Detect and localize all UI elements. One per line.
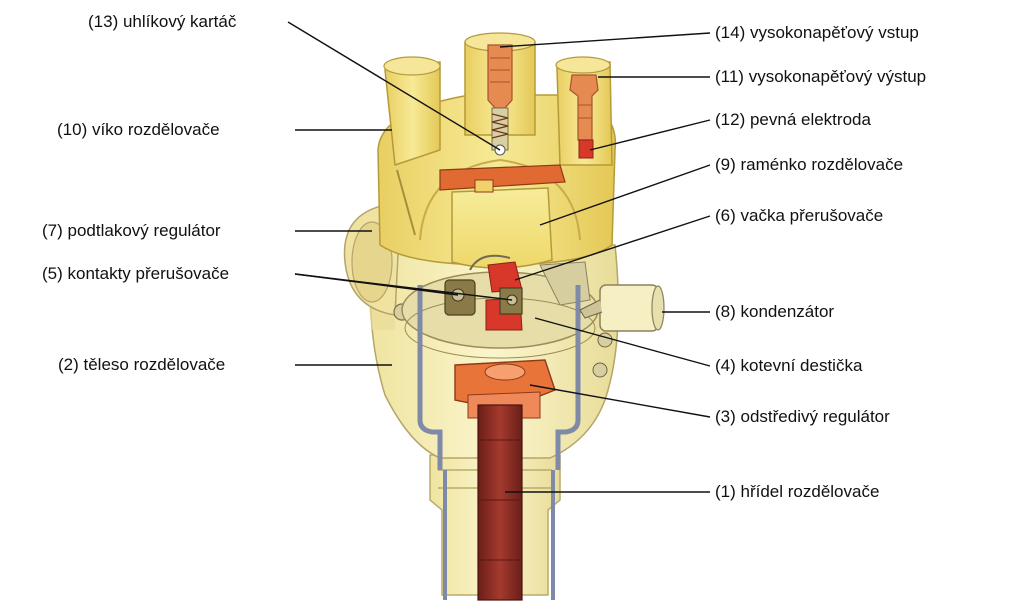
label-breaker-cam: (6) vačka přerušovače: [715, 206, 884, 225]
rotor-arm: [439, 164, 566, 269]
leader-6: [514, 215, 711, 281]
leader-12: [589, 119, 711, 151]
distributor-shaft: [477, 404, 523, 601]
hv-input-terminal: [487, 44, 513, 109]
leader-3: [529, 384, 711, 418]
label-carbon-brush: (13) uhlíkový kartáč: [88, 12, 237, 31]
label-fixed-electrode: (12) pevná elektroda: [715, 110, 871, 129]
label-breaker-contacts: (5) kontakty přerušovače: [42, 264, 230, 283]
leader-5b: [294, 273, 513, 301]
label-distributor-shaft: (1) hřídel rozdělovače: [715, 482, 880, 501]
hv-output-terminal: [569, 74, 599, 141]
label-vacuum-regulator: (7) podtlakový regulátor: [42, 221, 221, 240]
label-breaker-plate: (4) kotevní destička: [715, 356, 863, 375]
label-hv-input: (14) vysokonapěťový vstup: [715, 23, 919, 42]
label-condenser: (8) kondenzátor: [715, 302, 835, 321]
leader-4: [534, 317, 711, 367]
leader-13: [287, 21, 501, 151]
leader-14: [499, 32, 711, 48]
label-rotor-arm: (9) raménko rozdělovače: [715, 155, 904, 174]
fixed-electrode: [578, 139, 594, 159]
label-centrifugal-advance: (3) odstředivý regulátor: [715, 407, 890, 426]
condenser: [579, 284, 665, 378]
label-distributor-cap: (10) víko rozdělovače: [57, 120, 220, 139]
label-distributor-body: (2) těleso rozdělovače: [58, 355, 226, 374]
leader-9: [539, 164, 711, 226]
leader-lines: [287, 21, 711, 493]
carbon-brush: [491, 107, 509, 156]
label-hv-output: (11) vysokonapěťový výstup: [715, 67, 927, 86]
